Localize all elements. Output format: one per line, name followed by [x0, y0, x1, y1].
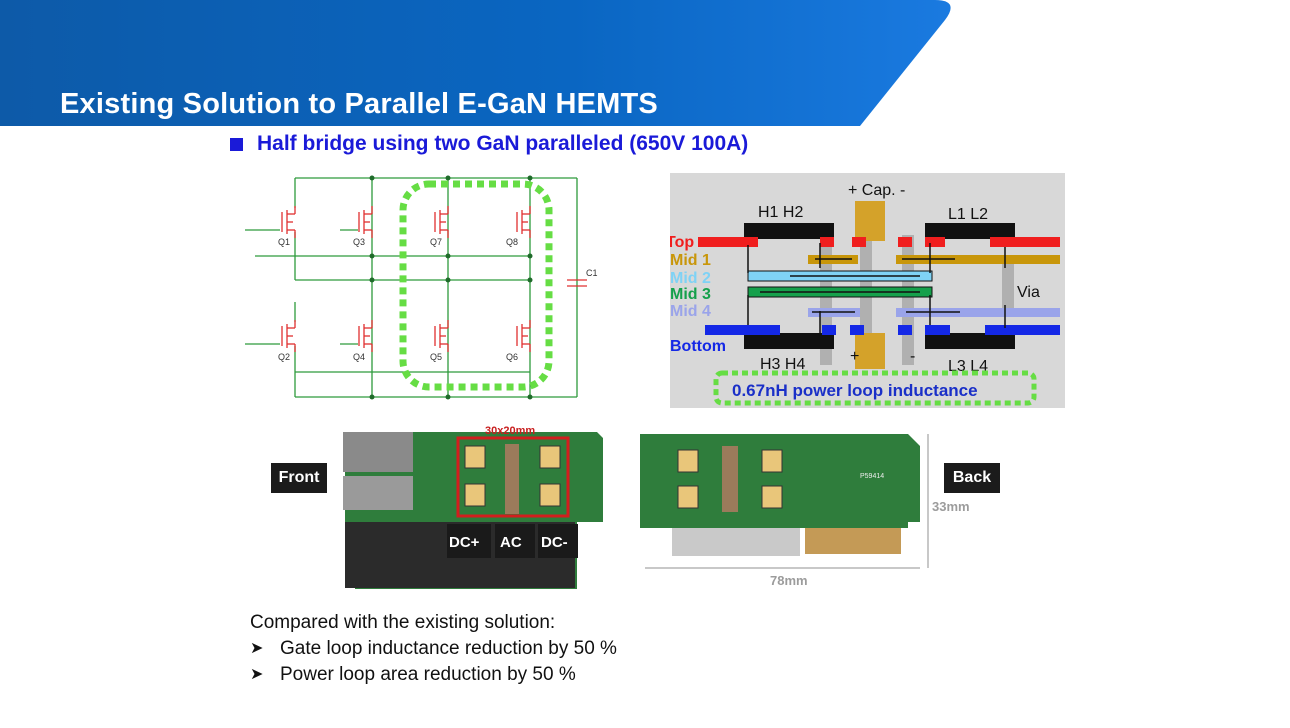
label-q5: Q5	[430, 352, 442, 362]
comparison-notes: Compared with the existing solution: ➤ G…	[250, 610, 617, 688]
list-item: ➤ Gate loop inductance reduction by 50 %	[250, 636, 617, 662]
note-item-2: Power loop area reduction by 50 %	[280, 664, 576, 685]
chip-text: P59414	[860, 473, 884, 480]
layer-mid3-label: Mid 3	[670, 286, 711, 303]
slide-subtitle: Half bridge using two GaN paralleled (65…	[230, 132, 748, 156]
layer-mid2-label: Mid 2	[670, 270, 711, 287]
label-q4: Q4	[353, 352, 365, 362]
layer-mid1-label: Mid 1	[670, 252, 711, 269]
note-item-1: Gate loop inductance reduction by 50 %	[280, 638, 617, 659]
inductance-label: 0.67nH power loop inductance	[732, 381, 978, 400]
front-pcb-photo: DC+ AC DC- 30x20mm	[335, 424, 610, 594]
arrow-bullet-icon: ➤	[250, 640, 264, 657]
width-dimension: 78mm	[770, 573, 808, 588]
slide-title: Existing Solution to Parallel E-GaN HEMT…	[60, 88, 658, 120]
l3l4-label: L3 L4	[948, 358, 988, 375]
front-label: Front	[271, 463, 327, 493]
layer-top-label: Top	[670, 234, 694, 251]
list-item: ➤ Power loop area reduction by 50 %	[250, 662, 617, 688]
notes-intro: Compared with the existing solution:	[250, 612, 556, 633]
arrow-bullet-icon: ➤	[250, 666, 264, 683]
subtitle-text: Half bridge using two GaN paralleled (65…	[257, 132, 749, 155]
cap-label: + Cap. -	[848, 182, 905, 199]
h3h4-label: H3 H4	[760, 356, 805, 373]
label-q7: Q7	[430, 237, 442, 247]
size-label: 30x20mm	[485, 425, 535, 437]
layer-mid4-label: Mid 4	[670, 303, 711, 320]
half-bridge-schematic: Q1 Q3 Q7 Q8 Q2 Q4 Q5 Q6 C1	[245, 175, 598, 400]
cap-plus-label: +	[850, 348, 859, 365]
header-banner	[0, 0, 951, 126]
label-q1: Q1	[278, 237, 290, 247]
l1l2-label: L1 L2	[948, 206, 988, 223]
label-q3: Q3	[353, 237, 365, 247]
height-dimension: 33mm	[932, 499, 970, 514]
label-c1: C1	[586, 268, 598, 278]
label-q6: Q6	[506, 352, 518, 362]
label-q2: Q2	[278, 352, 290, 362]
power-loop-highlight	[399, 180, 553, 391]
via-label: Via	[1017, 284, 1040, 301]
connector-dcplus: DC+	[449, 534, 480, 551]
connector-ac: AC	[500, 534, 522, 551]
back-label: Back	[944, 463, 1000, 493]
layer-stack-diagram: Top Mid 1 Mid 2 Mid 3 Mid 4 Bottom + Cap…	[670, 173, 1065, 408]
cap-minus-label: -	[910, 348, 915, 365]
label-q8: Q8	[506, 237, 518, 247]
layer-bottom-label: Bottom	[670, 338, 726, 355]
square-bullet-icon	[230, 137, 243, 151]
back-pcb-photo: P59414 78mm 33mm	[640, 434, 970, 588]
connector-dcminus: DC-	[541, 534, 568, 551]
h1h2-label: H1 H2	[758, 204, 803, 221]
